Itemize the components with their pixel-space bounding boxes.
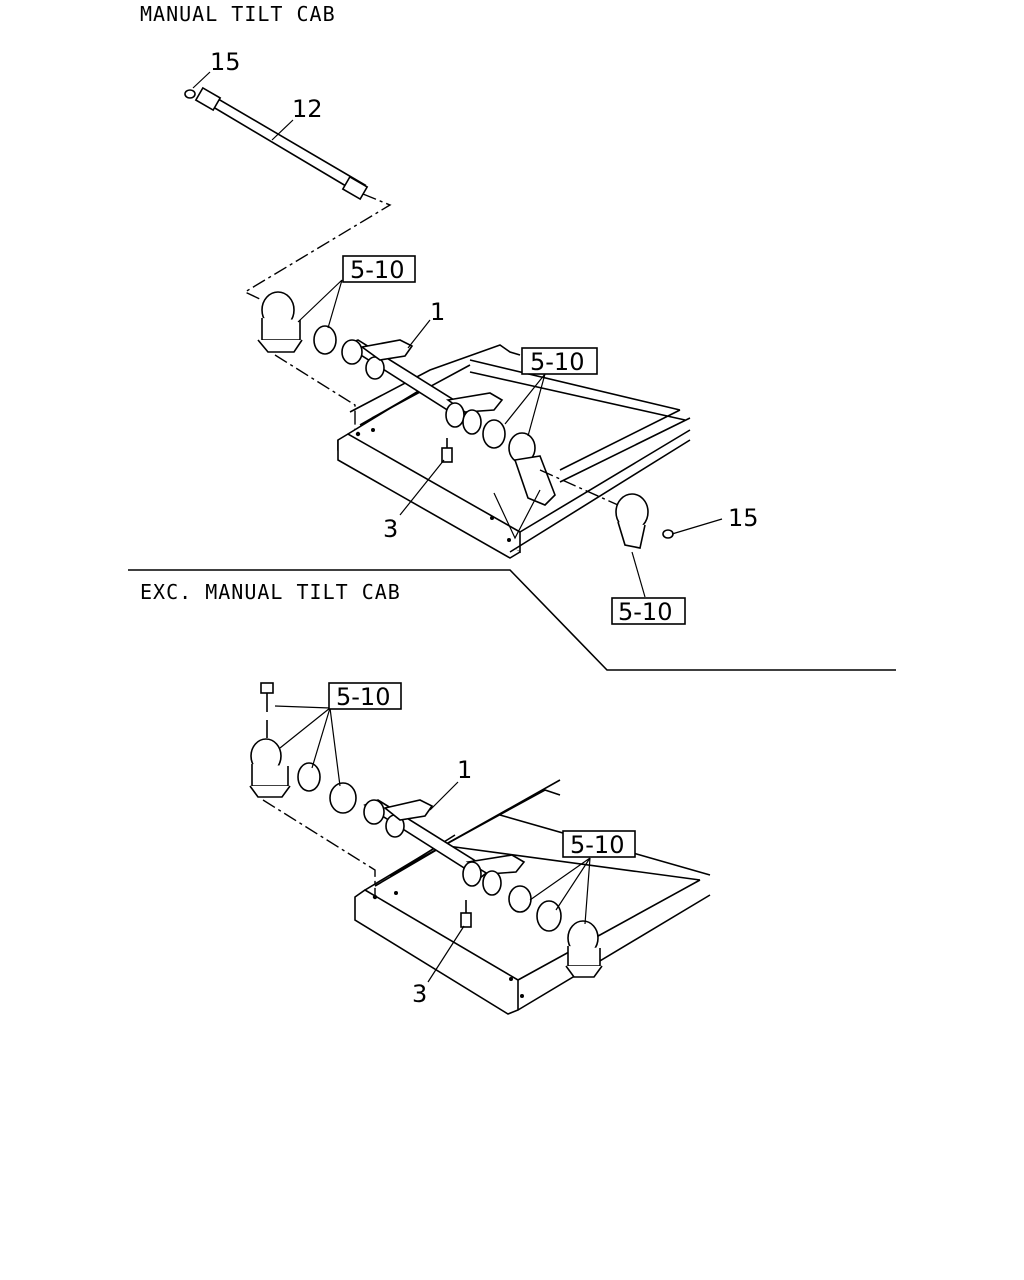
- leader-1: [407, 319, 431, 349]
- top-left-bracket: [257, 291, 337, 355]
- leader-15a: [192, 71, 211, 89]
- top-leader-bar-to-bracket: [243, 193, 392, 301]
- ref-box-5-10-top-c: [611, 597, 686, 625]
- callout-15-top-left: 15: [210, 48, 241, 76]
- section-title-exc-manual-tilt-cab: EXC. MANUAL TILT CAB: [140, 580, 401, 604]
- ref-5-10-top-a: 5-10: [350, 256, 404, 284]
- torsion-bar-12: [184, 86, 369, 201]
- callout-1-top: 1: [430, 298, 445, 326]
- ref-5-10-bottom-a: 5-10: [336, 683, 390, 711]
- leader-arrow-frame: [493, 489, 541, 540]
- callout-3-bottom: 3: [412, 980, 427, 1008]
- bottom-left-bracket: [249, 738, 357, 814]
- leader-15b: [671, 518, 723, 535]
- bottom-right-bracket: [565, 920, 603, 978]
- ref-5-10-bottom-b: 5-10: [570, 831, 624, 859]
- leader-5-10-a: [297, 279, 343, 329]
- ref-box-5-10-bottom-b: [562, 830, 636, 858]
- top-cab-frame: [337, 344, 691, 559]
- leader-5-10-b: [504, 373, 546, 437]
- ref-box-5-10-top-b: [521, 347, 598, 375]
- bottom-leader-1: [429, 781, 459, 811]
- callout-1-bottom: 1: [457, 756, 472, 784]
- bottom-leader-5-10-b: [529, 857, 591, 925]
- top-cross-shaft: [341, 339, 556, 506]
- bottom-cab-frame: [354, 779, 711, 1015]
- top-right-bracket: [615, 493, 674, 549]
- bottom-cross-shaft: [363, 799, 562, 932]
- leader-3: [399, 459, 445, 516]
- bottom-leader-5-10-a: [274, 705, 341, 787]
- callout-12: 12: [292, 95, 323, 123]
- ref-5-10-top-c: 5-10: [618, 598, 672, 626]
- section-title-manual-tilt-cab: MANUAL TILT CAB: [140, 2, 336, 26]
- ref-box-5-10-bottom-a: [328, 682, 402, 710]
- ref-box-5-10-top-a: [342, 255, 416, 283]
- top-leader-bracket-to-frame: [274, 354, 356, 430]
- ref-5-10-top-b: 5-10: [530, 348, 584, 376]
- leader-5-10-c: [631, 551, 646, 598]
- section-divider: [128, 569, 896, 671]
- bottom-leader-3: [427, 925, 465, 983]
- callout-15-top-right: 15: [728, 504, 759, 532]
- bottom-assembly: 5-10 1 5-10 3: [249, 682, 711, 1015]
- callout-3-top: 3: [383, 515, 398, 543]
- bottom-bolt-3: [460, 900, 472, 928]
- bottom-leader-bracket-to-frame: [262, 799, 376, 895]
- top-bolt-3: [441, 438, 453, 463]
- bottom-bolt-top: [260, 682, 274, 738]
- top-assembly: 15 12 5-10 1 5-10 3 15 5-10: [184, 48, 759, 626]
- leader-12: [271, 119, 294, 141]
